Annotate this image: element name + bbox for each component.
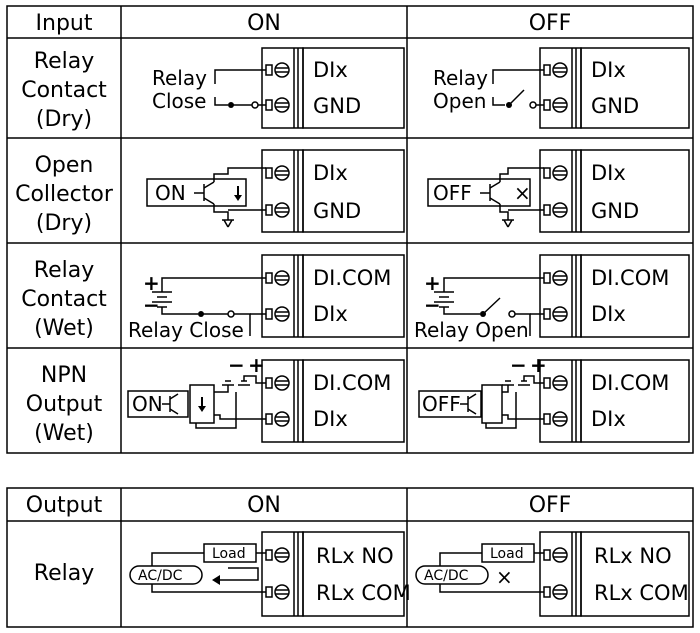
row-label-npn-wet: NPN Output (Wet) xyxy=(26,363,103,446)
svg-text:Relay: Relay xyxy=(34,258,94,283)
on-box-label: ON xyxy=(132,392,163,416)
open-collector-off-circuit xyxy=(427,167,544,228)
terminal-label-dicom: DI.COM xyxy=(313,371,391,395)
terminal-label-dix: DIx xyxy=(313,161,348,185)
terminal-label-rlx-com: RLx COM xyxy=(594,581,689,605)
output-header-off: OFF xyxy=(529,493,572,518)
terminal-label-rlx-com: RLx COM xyxy=(316,581,411,605)
svg-text:(Wet): (Wet) xyxy=(34,316,94,341)
input-header-label: Input xyxy=(36,11,93,36)
plus-sign: + xyxy=(143,271,160,295)
row-label-open-collector: Open Collector (Dry) xyxy=(15,153,114,236)
plus-sign: + xyxy=(530,353,547,377)
cross-icon: × xyxy=(514,181,531,205)
terminal-label-dix: DIx xyxy=(313,407,348,431)
terminal-label-dix: DIx xyxy=(591,161,626,185)
svg-text:Collector: Collector xyxy=(15,182,114,207)
plus-sign: + xyxy=(424,271,441,295)
svg-text:Open: Open xyxy=(35,153,94,178)
row-label-relay-output: Relay xyxy=(34,561,94,586)
row-label-relay-wet: Relay Contact (Wet) xyxy=(21,258,107,341)
cross-icon: × xyxy=(496,565,513,589)
output-on-circuit xyxy=(129,543,266,593)
terminal-label-dix: DIx xyxy=(591,407,626,431)
output-off-circuit xyxy=(415,543,544,593)
terminal-label-dicom: DI.COM xyxy=(591,266,669,290)
off-box-label: OFF xyxy=(433,181,472,205)
on-box-label: ON xyxy=(155,181,186,205)
output-header-on: ON xyxy=(247,493,281,518)
relay-close-circuit xyxy=(214,69,266,109)
relay-state-label: Close xyxy=(152,89,206,113)
terminal-block xyxy=(539,149,690,233)
terminal-block xyxy=(261,254,405,338)
svg-text:(Wet): (Wet) xyxy=(34,421,94,446)
terminal-label-dicom: DI.COM xyxy=(591,371,669,395)
terminal-block xyxy=(261,531,405,617)
relay-open-label: Relay Open xyxy=(414,318,529,342)
npn-off-circuit xyxy=(418,375,544,429)
terminal-block xyxy=(261,47,405,129)
relay-label: Relay xyxy=(152,66,207,90)
terminal-block xyxy=(539,531,690,617)
terminal-label-dix: DIx xyxy=(313,302,348,326)
relay-label: Relay xyxy=(433,66,488,90)
relay-close-label: Relay Close xyxy=(128,318,244,342)
minus-sign: − xyxy=(424,293,441,317)
input-header-off: OFF xyxy=(529,11,572,36)
svg-text:Contact: Contact xyxy=(21,287,107,312)
source-label: AC/DC xyxy=(138,568,183,584)
terminal-label-rlx-no: RLx NO xyxy=(594,544,672,568)
relay-open-circuit xyxy=(492,69,544,109)
plus-sign: + xyxy=(248,353,265,377)
relay-state-label: Open xyxy=(433,89,486,113)
svg-text:Contact: Contact xyxy=(21,78,107,103)
terminal-label-dix: DIx xyxy=(313,58,348,82)
row-label-relay-dry: Relay Contact (Dry) xyxy=(21,49,107,132)
minus-sign: − xyxy=(228,353,245,377)
svg-text:(Dry): (Dry) xyxy=(36,107,92,132)
terminal-label-gnd: GND xyxy=(313,199,361,223)
input-table-grid xyxy=(6,5,694,454)
open-collector-on-circuit xyxy=(146,167,266,228)
terminal-block xyxy=(261,149,405,233)
svg-text:Relay: Relay xyxy=(34,49,94,74)
terminal-label-rlx-no: RLx NO xyxy=(316,544,394,568)
terminal-label-gnd: GND xyxy=(591,199,639,223)
svg-text:(Dry): (Dry) xyxy=(36,211,92,236)
svg-text:NPN: NPN xyxy=(41,363,87,388)
svg-text:Output: Output xyxy=(26,392,103,417)
terminal-label-dix: DIx xyxy=(591,58,626,82)
wet-relay-close-circuit xyxy=(152,277,266,336)
minus-sign: − xyxy=(143,293,160,317)
source-label: AC/DC xyxy=(424,568,469,584)
output-header-label: Output xyxy=(26,493,103,518)
terminal-block xyxy=(539,254,690,338)
terminal-label-gnd: GND xyxy=(313,94,361,118)
minus-sign: − xyxy=(510,353,527,377)
output-table-grid xyxy=(6,487,694,628)
input-header-on: ON xyxy=(247,11,281,36)
terminal-block xyxy=(539,47,690,129)
terminal-block xyxy=(539,359,690,443)
terminal-label-gnd: GND xyxy=(591,94,639,118)
off-box-label: OFF xyxy=(422,392,461,416)
load-label: Load xyxy=(212,546,246,562)
npn-on-circuit xyxy=(127,375,266,429)
terminal-block xyxy=(261,359,405,443)
terminal-label-dix: DIx xyxy=(591,302,626,326)
terminal-label-dicom: DI.COM xyxy=(313,266,391,290)
load-label: Load xyxy=(490,546,524,562)
wet-relay-open-circuit xyxy=(434,277,544,336)
